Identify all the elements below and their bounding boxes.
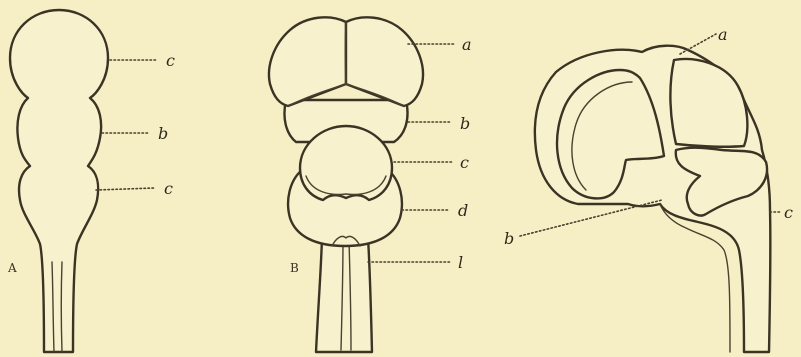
- panel-b-label-l: l: [458, 253, 463, 272]
- panel-c-leader-b: [520, 200, 662, 236]
- panel-a-leader-c-bottom: [96, 188, 154, 190]
- panel-c-label-b: b: [504, 229, 514, 248]
- panel-c-label-c: c: [784, 203, 793, 222]
- panel-a-label-c-top: c: [166, 51, 175, 70]
- panel-b-label-c: c: [460, 153, 469, 172]
- panel-b-label-a: a: [462, 35, 472, 54]
- panel-a-label-c-bottom: c: [164, 179, 173, 198]
- panel-b: a b c d l B: [269, 17, 472, 352]
- panel-a: c b c A: [7, 10, 175, 352]
- panel-a-letter: A: [7, 261, 17, 275]
- panel-a-label-b: b: [158, 124, 168, 143]
- panel-c-leader-a: [680, 34, 716, 54]
- panel-b-right-hemisphere: [346, 17, 423, 106]
- panel-c: a b c: [504, 25, 793, 352]
- panel-b-label-b: b: [460, 114, 470, 133]
- panel-a-central-canal: [61, 262, 62, 352]
- panel-b-letter: B: [290, 261, 299, 275]
- panel-b-label-d: d: [458, 201, 468, 220]
- panel-c-midbrain-vesicle: [670, 59, 747, 147]
- panel-b-spinal-cord: [316, 238, 372, 352]
- panel-b-longitudinal-fissure: [345, 22, 346, 84]
- panel-a-brain-outline: [10, 10, 108, 352]
- panel-b-left-hemisphere: [269, 17, 346, 106]
- panel-b-midbrain: [300, 126, 392, 200]
- panel-c-label-a: a: [718, 25, 728, 44]
